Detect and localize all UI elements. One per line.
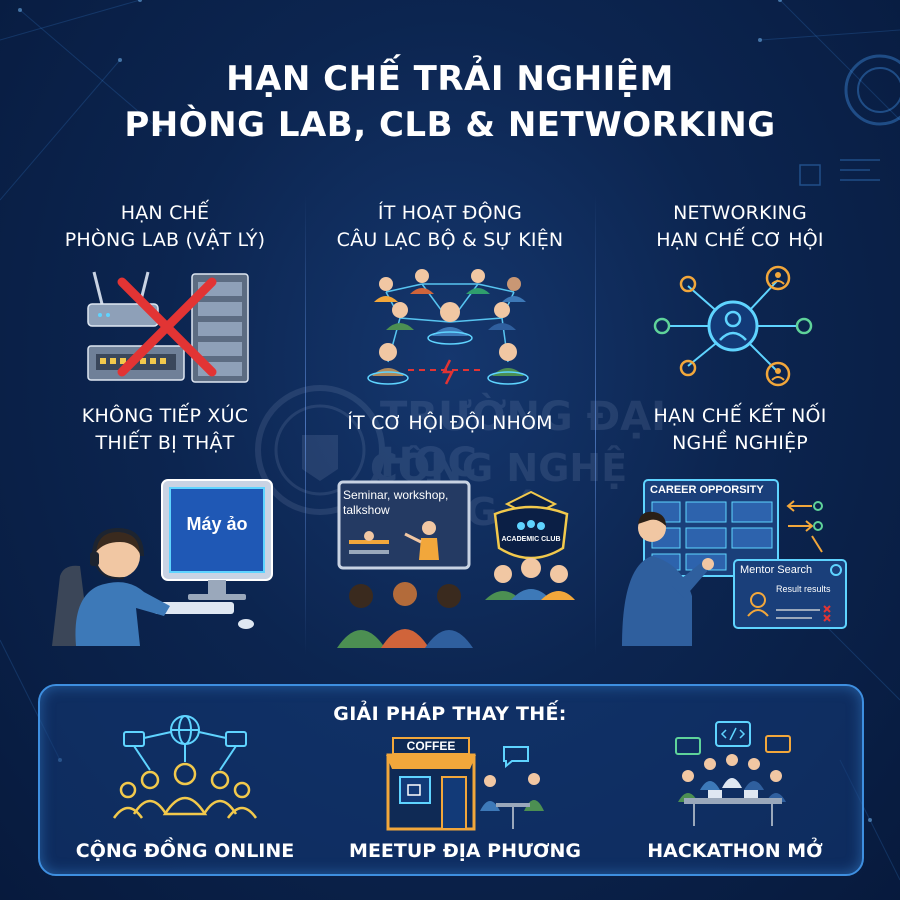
real-device-heading-line-2: THIẾT BỊ THẬT: [95, 432, 235, 454]
mentor-search-title: Mentor Search: [740, 564, 813, 576]
networking-heading: NETWORKING HẠN CHẾ CƠ HỘI: [595, 200, 885, 254]
column-divider-1: [305, 195, 306, 655]
solution-label-local-meetup: MEETUP ĐỊA PHƯƠNG: [349, 840, 581, 862]
red-cross-icon: [117, 277, 217, 377]
hackathon-icon: [675, 721, 791, 826]
teamwork-heading: ÍT CƠ HỘI ĐỘI NHÓM: [305, 410, 595, 437]
solutions-title: GIẢI PHÁP THAY THẾ:: [333, 703, 567, 725]
solution-label-open-hackathon: HACKATHON MỞ: [647, 840, 823, 862]
lab-equipment-illustration: [87, 271, 249, 383]
page-title: HẠN CHẾ TRẢI NGHIỆM PHÒNG LAB, CLB & NET…: [0, 56, 900, 148]
club-heading-line-1: ÍT HOẠT ĐỘNG: [377, 202, 523, 224]
seminar-board-text: Seminar, workshop, talkshow: [343, 488, 465, 518]
coffee-meetup-icon: COFFEE: [384, 725, 554, 835]
club-heading: ÍT HOẠT ĐỘNG CÂU LẠC BỘ & SỰ KIỆN: [305, 200, 595, 254]
seminar-board-text-line-2: talkshow: [343, 503, 390, 517]
mentor-search-result: Result results: [776, 584, 831, 594]
page-title-line-1: HẠN CHẾ TRẢI NGHIỆM: [226, 59, 674, 99]
networking-heading-line-1: NETWORKING: [673, 202, 807, 224]
teamwork-heading-line-1: ÍT CƠ HỘI ĐỘI NHÓM: [347, 412, 553, 434]
networking-heading-line-2: HẠN CHẾ CƠ HỘI: [656, 229, 824, 251]
online-community-icon: [112, 715, 258, 819]
column-divider-2: [595, 195, 596, 655]
mentor-search-icon: [830, 564, 842, 576]
real-device-heading: KHÔNG TIẾP XÚC THIẾT BỊ THẬT: [20, 403, 310, 457]
career-heading-line-2: NGHỀ NGHIỆP: [672, 432, 808, 454]
career-heading-line-1: HẠN CHẾ KẾT NỐI: [653, 405, 827, 427]
solution-label-online-community: CỘNG ĐỒNG ONLINE: [75, 840, 295, 862]
user-network-icon: [653, 265, 813, 387]
career-heading: HẠN CHẾ KẾT NỐI NGHỀ NGHIỆP: [595, 403, 885, 457]
coffee-sign: COFFEE: [392, 737, 470, 755]
lab-heading: HẠN CHẾ PHÒNG LAB (VẬT LÝ): [20, 200, 310, 254]
lab-heading-line-2: PHÒNG LAB (VẬT LÝ): [64, 229, 266, 251]
real-device-heading-line-1: KHÔNG TIẾP XÚC: [81, 405, 249, 427]
club-heading-line-2: CÂU LẠC BỘ & SỰ KIỆN: [336, 229, 564, 251]
lab-heading-line-1: HẠN CHẾ: [120, 202, 210, 224]
career-board-icon: CAREER OPPORSITY Mentor Search Result re…: [612, 476, 852, 646]
router-icon: [87, 271, 159, 327]
seminar-board-text-line-1: Seminar, workshop,: [343, 488, 449, 502]
seminar-board-icon: Seminar, workshop, talkshow ACADEMIC CLU…: [335, 478, 575, 648]
people-network-icon: [367, 269, 529, 385]
page-title-line-2: PHÒNG LAB, CLB & NETWORKING: [124, 105, 776, 145]
career-board-title: CAREER OPPORSITY: [650, 484, 764, 496]
academic-club-badge-label: ACADEMIC CLUB: [501, 536, 561, 543]
virtual-machine-user-icon: Máy ảo: [50, 476, 290, 646]
virtual-machine-label: Máy ảo: [186, 514, 248, 534]
